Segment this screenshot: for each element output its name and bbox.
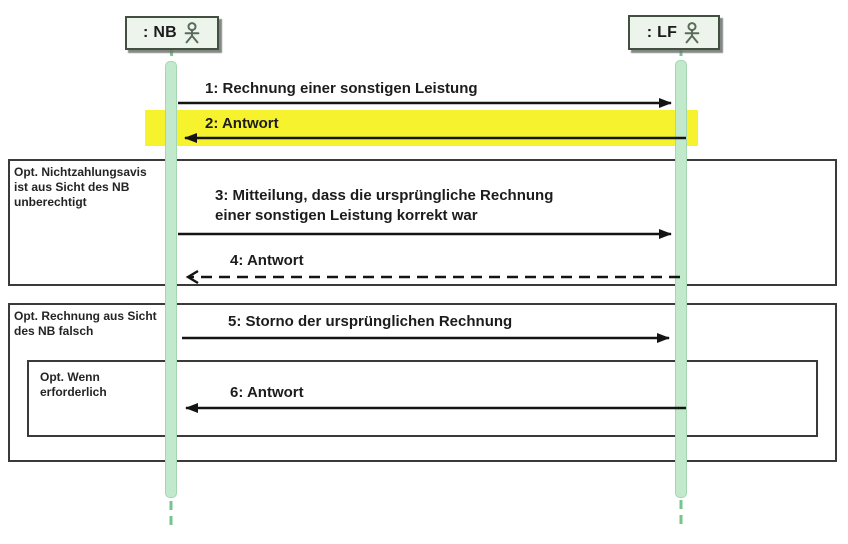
message-2-label: 2: Antwort <box>205 115 279 132</box>
opt-fragment-1-label-line: Opt. Nichtzahlungsavis <box>14 165 147 179</box>
opt-fragment-2 <box>8 303 837 462</box>
actor-box-nb: : NB <box>125 16 219 50</box>
message-4-label: 4: Antwort <box>230 252 304 269</box>
opt-fragment-1-label: Opt. Nichtzahlungsavis ist aus Sicht des… <box>14 165 174 210</box>
opt-fragment-3 <box>27 360 818 437</box>
opt-fragment-3-label-line: Opt. Wenn <box>40 370 100 384</box>
actor-box-lf: : LF <box>628 15 720 50</box>
lifeline-bar-nb <box>165 61 177 498</box>
message-3-label-line: 3: Mitteilung, dass die ursprüngliche Re… <box>215 187 554 204</box>
actor-nb-label: : NB <box>142 24 178 41</box>
opt-fragment-3-label: Opt. Wenn erforderlich <box>40 370 160 400</box>
opt-fragment-1-label-line: unberechtigt <box>14 195 87 209</box>
message-6-label: 6: Antwort <box>230 384 304 401</box>
message-3-label: 3: Mitteilung, dass die ursprüngliche Re… <box>215 186 553 226</box>
message-1-label: 1: Rechnung einer sonstigen Leistung <box>205 80 478 97</box>
person-icon <box>183 22 201 44</box>
opt-fragment-2-label-line: des NB falsch <box>14 324 94 338</box>
actor-lf-label: : LF <box>646 23 678 41</box>
person-icon <box>683 21 701 44</box>
lifeline-bar-lf <box>675 60 687 498</box>
opt-fragment-1 <box>8 159 837 286</box>
highlight-band <box>145 110 698 146</box>
opt-fragment-1-label-line: ist aus Sicht des NB <box>14 180 130 194</box>
message-5-label: 5: Storno der ursprünglichen Rechnung <box>228 313 513 330</box>
opt-fragment-2-label-line: Opt. Rechnung aus Sicht <box>14 309 157 323</box>
opt-fragment-2-label: Opt. Rechnung aus Sicht des NB falsch <box>14 309 174 339</box>
message-3-label-line: einer sonstigen Leistung korrekt war <box>215 207 478 224</box>
opt-fragment-3-label-line: erforderlich <box>40 385 107 399</box>
